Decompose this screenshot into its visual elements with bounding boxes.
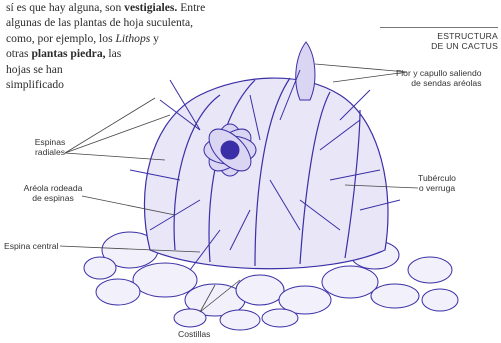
label-areola-line2: de espinas <box>22 193 84 203</box>
label-flor: Flor y capullo saliendo de sendas aréola… <box>396 68 482 89</box>
cactus-body <box>144 78 388 269</box>
label-costillas: Costillas <box>178 329 210 339</box>
label-espina-central: Espina central <box>4 241 58 251</box>
label-espinas-line2: radiales <box>30 147 70 157</box>
label-tuberculo-line2: o verruga <box>413 183 461 193</box>
label-areola: Aréola rodeada de espinas <box>22 183 84 204</box>
label-espinas-line1: Espinas <box>30 137 70 147</box>
label-tuberculo: Tubérculo o verruga <box>413 173 461 194</box>
label-areola-line1: Aréola rodeada <box>22 183 84 193</box>
label-espinas-radiales: Espinas radiales <box>30 137 70 158</box>
label-tuberculo-line1: Tubérculo <box>413 173 461 183</box>
label-flor-line2: de sendas aréolas <box>396 78 482 88</box>
label-flor-line1: Flor y capullo saliendo <box>396 68 482 78</box>
